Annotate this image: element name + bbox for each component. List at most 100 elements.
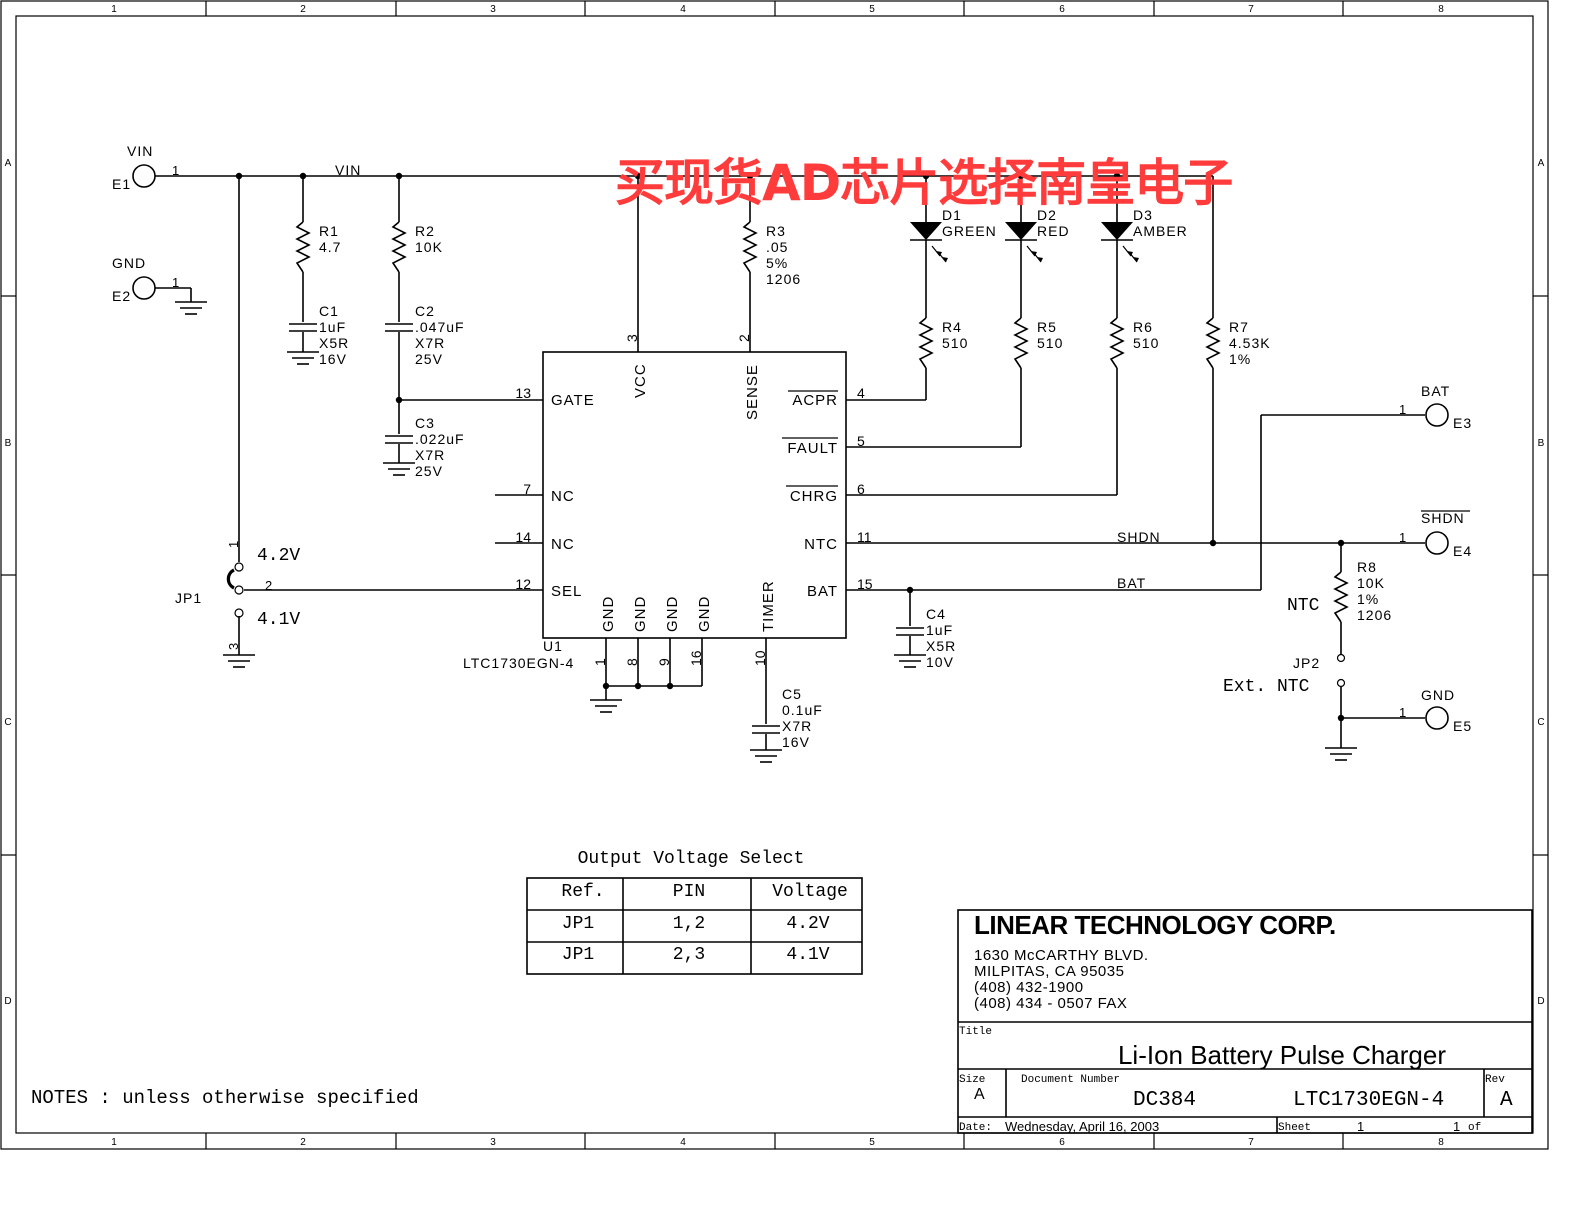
pin-name-nc-14: NC	[551, 536, 575, 553]
jp1-option-42v: 4.2V	[257, 546, 300, 566]
voltage-table-header-ref: Ref.	[561, 882, 604, 902]
c1-dielectric: X5R	[319, 335, 349, 351]
net-shdn-label: SHDN	[1117, 529, 1161, 545]
date-label: Date:	[959, 1122, 992, 1134]
pin-num-sense: 2	[736, 334, 752, 342]
frame-row-d-left: D	[4, 996, 11, 1007]
frame-row-c-right: C	[1537, 717, 1544, 728]
frame-row-b-right: B	[1538, 438, 1545, 449]
r2-value: 10K	[415, 239, 443, 255]
u1-pin-numbers: 13 7 14 12 4 5 6 11 15 3 2 1 8 9 16 10	[515, 334, 872, 666]
frame-row-a-right: A	[1538, 158, 1545, 169]
frame-col-2-bottom: 2	[300, 1137, 306, 1148]
pin-num-bat: 15	[857, 576, 873, 592]
frame-col-5-bottom: 5	[869, 1137, 875, 1148]
c3-voltage: 25V	[415, 463, 443, 479]
docnum-label: Document Number	[1021, 1074, 1120, 1086]
r3-tolerance: 5%	[766, 255, 788, 271]
r1-symbol	[295, 221, 311, 273]
ground-e2	[175, 301, 207, 315]
frame-col-7-top: 7	[1248, 4, 1254, 15]
r7-ref: R7	[1229, 319, 1249, 335]
r8-symbol	[1333, 571, 1349, 623]
drawing-frame: 1 2 3 4 5 6 7 8 1 2 3 4 5 6 7 8 A B C D …	[0, 0, 1549, 1150]
date-value: Wednesday, April 16, 2003	[1005, 1119, 1159, 1134]
c5-value: 0.1uF	[782, 702, 823, 718]
ground-e5	[1325, 747, 1357, 761]
sheet-total: 1	[1453, 1119, 1460, 1134]
voltage-table-cell: 2,3	[673, 945, 705, 965]
d2-symbol	[1005, 222, 1043, 263]
r2-ref: R2	[415, 223, 435, 239]
r7-value: 4.53K	[1229, 335, 1271, 351]
pin-num-gate: 13	[515, 385, 531, 401]
pin-name-timer: TIMER	[760, 580, 777, 632]
r6-ref: R6	[1133, 319, 1153, 335]
d2-ref: D2	[1037, 207, 1057, 223]
pin-num-nc-7: 7	[523, 481, 531, 497]
sheet-label: Sheet	[1278, 1122, 1311, 1134]
jp2-symbol	[1336, 653, 1346, 688]
voltage-table-header-voltage: Voltage	[772, 882, 848, 902]
jp2-option-ext-ntc: Ext. NTC	[1223, 677, 1310, 697]
c3-symbol	[385, 435, 413, 444]
frame-col-1-top: 1	[111, 4, 117, 15]
d3-color: AMBER	[1133, 223, 1188, 239]
c4-dielectric: X5R	[926, 638, 956, 654]
c4-voltage: 10V	[926, 654, 954, 670]
pin-name-ntc: NTC	[804, 536, 838, 553]
port-circles	[132, 164, 1449, 730]
pin-num-gnd-1: 1	[592, 658, 608, 666]
r6-value: 510	[1133, 335, 1159, 351]
rev-value: A	[1500, 1089, 1513, 1112]
r3-package: 1206	[766, 271, 801, 287]
port-e4-circle	[1425, 531, 1449, 555]
port-gnd2-pin: 1	[1399, 705, 1406, 720]
company-address-1: 1630 McCARTHY BLVD.	[974, 947, 1149, 964]
u1-overbars	[782, 390, 1470, 512]
of-label: of	[1468, 1122, 1481, 1134]
pin-name-acpr: ACPR	[792, 392, 838, 409]
port-gnd1-pin: 1	[172, 275, 179, 290]
docnum-part: LTC1730EGN-4	[1293, 1089, 1444, 1112]
pin-num-fault: 5	[857, 433, 865, 449]
port-bat-ref: E3	[1453, 415, 1472, 431]
wires	[155, 175, 1425, 750]
company-name: LINEAR TECHNOLOGY CORP.	[974, 910, 1336, 940]
company-address-2: MILPITAS, CA 95035	[974, 963, 1124, 980]
jumper-symbols	[226, 562, 1346, 688]
frame-col-8-top: 8	[1438, 4, 1444, 15]
c1-ref: C1	[319, 303, 339, 319]
c4-ref: C4	[926, 606, 946, 622]
pin-name-fault: FAULT	[787, 440, 838, 457]
voltage-table-cell: 4.2V	[786, 914, 829, 934]
c2-dielectric: X7R	[415, 335, 445, 351]
c2-ref: C2	[415, 303, 435, 319]
c5-symbol	[752, 725, 780, 734]
pin-num-sel: 12	[515, 576, 531, 592]
d3-symbol	[1101, 222, 1139, 263]
component-labels: R1 4.7 R2 10K R3 .05 5% 1206 R4 510 R5 5…	[112, 143, 1472, 750]
pin-name-gnd-8: GND	[632, 596, 649, 632]
jp1-option-41v: 4.1V	[257, 610, 300, 630]
jp1-pin-3: 3	[226, 643, 241, 650]
c3-ref: C3	[415, 415, 435, 431]
ground-c4	[894, 654, 926, 668]
d2-color: RED	[1037, 223, 1070, 239]
port-shdn-ref: E4	[1453, 543, 1472, 559]
c2-voltage: 25V	[415, 351, 443, 367]
voltage-table-cell: 4.1V	[786, 945, 829, 965]
port-e2-circle	[132, 276, 156, 300]
c2-value: .047uF	[415, 319, 465, 335]
u1-part: LTC1730EGN-4	[463, 655, 574, 671]
port-gnd1-name: GND	[112, 255, 146, 271]
c4-value: 1uF	[926, 622, 953, 638]
frame-row-a-left: A	[5, 158, 12, 169]
net-vin-label: VIN	[335, 162, 361, 178]
frame-col-2-top: 2	[300, 4, 306, 15]
pin-num-gnd-8: 8	[624, 658, 640, 666]
docnum-value: DC384	[1133, 1089, 1196, 1112]
port-vin-pin: 1	[172, 163, 179, 178]
